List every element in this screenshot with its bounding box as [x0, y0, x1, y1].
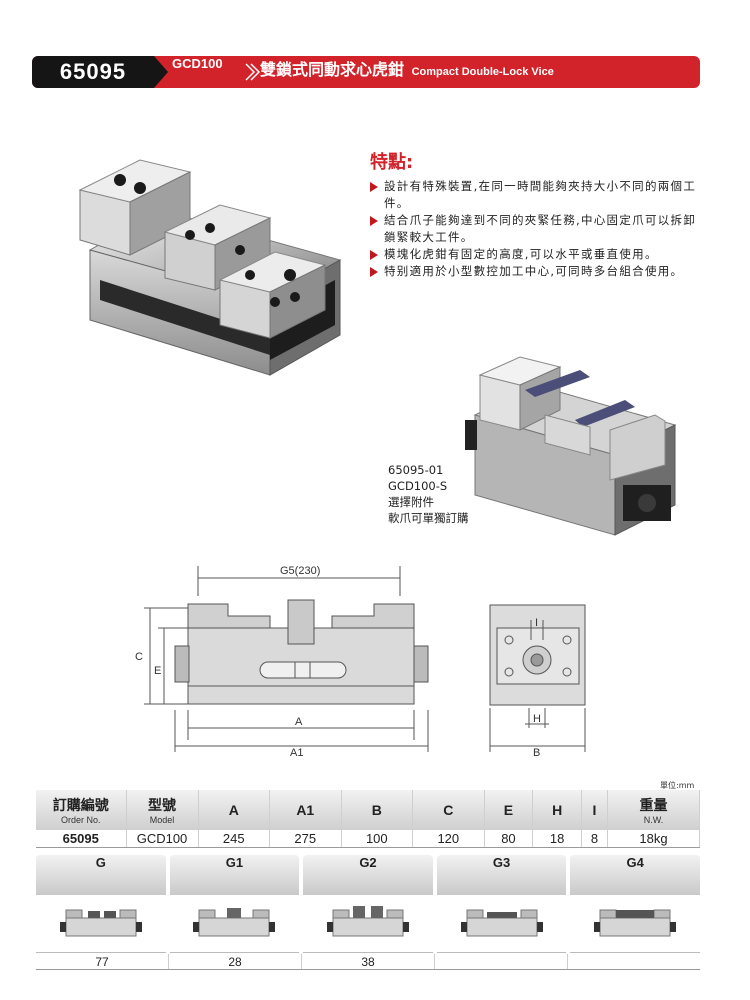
cell-a1: 275 [269, 830, 342, 848]
dim-i-label: I [535, 617, 538, 629]
g-image-row [36, 895, 700, 953]
col-b: B [341, 790, 414, 830]
g-value: 77 [36, 954, 169, 969]
g-value-row: 77 28 38 [36, 954, 700, 970]
g-header: G2 [303, 855, 433, 895]
g-config-image [303, 895, 433, 953]
col-e: E [484, 790, 534, 830]
feature-item: 模塊化虎鉗有固定的高度,可以水平或垂直使用。 [370, 246, 700, 263]
accessory-model: GCD100-S [388, 479, 448, 493]
cell-c: 120 [412, 830, 485, 848]
dim-c-label: C [135, 651, 143, 663]
header-model: GCD100 [172, 56, 223, 71]
unit-label: 單位:mm [660, 781, 695, 790]
header-title: 雙鎖式同動求心虎鉗 Compact Double-Lock Vice [260, 56, 554, 88]
g-config-image [570, 895, 700, 953]
front-view-drawing: G5(230) C E A A1 [135, 565, 429, 759]
g-config-image [169, 895, 300, 953]
header-bar: 65095 GCD100 雙鎖式同動求心虎鉗 Compact Double-Lo… [32, 56, 700, 88]
side-view-drawing: I H B [489, 604, 586, 759]
g-value [435, 954, 568, 969]
col-c: C [412, 790, 485, 830]
col-a1: A1 [269, 790, 342, 830]
g-value: 38 [302, 954, 435, 969]
features-title: 特點: [370, 152, 414, 173]
product-code: 65095 [32, 56, 168, 88]
col-h: H [532, 790, 582, 830]
jaw-configuration-table: G G1 G2 G3 G4 77 28 38 [36, 855, 700, 970]
title-en: Compact Double-Lock Vice [411, 66, 554, 78]
accessory-caption: 65095-01 GCD100-S 選擇附件 軟爪可單獨訂購 [388, 462, 469, 526]
dim-a1-label: A1 [290, 747, 303, 759]
chevron-right-icon [245, 63, 261, 81]
col-a: A [198, 790, 271, 830]
g-value: 28 [169, 954, 302, 969]
g-value [568, 954, 700, 969]
title-zh: 雙鎖式同動求心虎鉗 [260, 60, 405, 79]
table-row: 65095 GCD100 245 275 100 120 80 18 8 18k… [36, 830, 701, 848]
cell-order-no: 65095 [36, 830, 127, 848]
dim-h-label: H [533, 713, 541, 725]
accessory-line2: 軟爪可單獨訂購 [388, 511, 469, 525]
dim-b-label: B [533, 747, 540, 759]
vice-product-image [78, 159, 342, 376]
g-header-row: G G1 G2 G3 G4 [36, 855, 700, 895]
dim-g5-label: G5(230) [280, 565, 320, 577]
cell-h: 18 [532, 830, 582, 848]
col-i: I [581, 790, 608, 830]
dim-e-label: E [154, 665, 161, 677]
soft-jaw-accessory-image [465, 356, 677, 536]
feature-item: 特别適用於小型數控加工中心,可同時多台組合使用。 [370, 263, 700, 280]
cell-weight: 18kg [607, 830, 701, 848]
feature-item: 結合爪子能夠達到不同的夾緊任務,中心固定爪可以拆卸鎖緊較大工件。 [370, 212, 700, 246]
features-list: 設計有特殊裝置,在同一時間能夠夾持大小不同的兩個工件。 結合爪子能夠達到不同的夾… [370, 178, 700, 280]
accessory-code: 65095-01 [388, 463, 444, 477]
cell-b: 100 [341, 830, 414, 848]
cell-i: 8 [581, 830, 608, 848]
cell-e: 80 [484, 830, 534, 848]
cell-a: 245 [198, 830, 271, 848]
accessory-line1: 選擇附件 [388, 495, 434, 509]
g-config-image [436, 895, 567, 953]
g-header: G4 [570, 855, 700, 895]
cell-model: GCD100 [126, 830, 199, 848]
g-header: G [36, 855, 166, 895]
feature-item: 設計有特殊裝置,在同一時間能夠夾持大小不同的兩個工件。 [370, 178, 700, 212]
dim-a-label: A [295, 716, 303, 728]
g-header: G3 [436, 855, 567, 895]
g-config-image [36, 895, 166, 953]
g-header: G1 [169, 855, 300, 895]
